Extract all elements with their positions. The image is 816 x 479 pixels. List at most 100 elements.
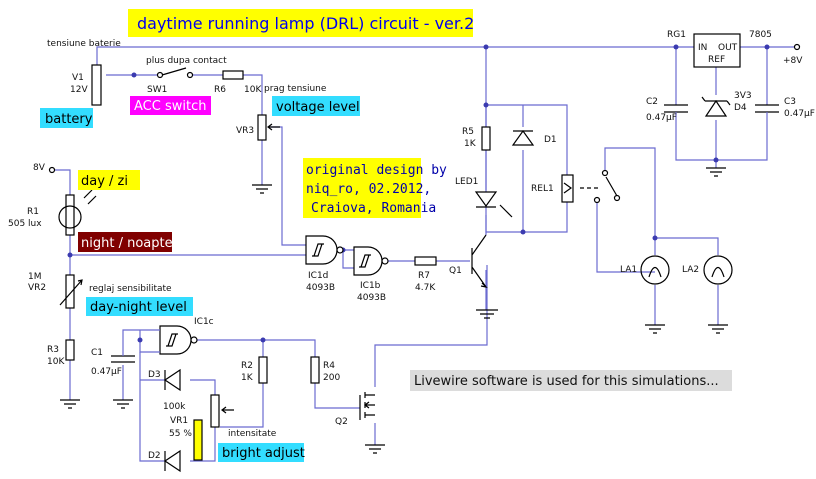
svg-text:REF: REF [708, 55, 725, 65]
svg-text:R5: R5 [462, 127, 474, 137]
callout-daynight-bg [86, 297, 193, 316]
svg-text:505 lux: 505 lux [8, 219, 42, 229]
callout-daynight: day-night level [90, 300, 187, 315]
svg-text:R4: R4 [323, 361, 335, 371]
potentiometer-vr3: prag tensiune VR3 [236, 84, 327, 194]
svg-text:R3: R3 [47, 345, 59, 355]
svg-text:100k: 100k [163, 402, 186, 412]
diode-d3: D3 [148, 368, 181, 392]
svg-text:D2: D2 [148, 451, 161, 461]
design-note-line-3: Craiova, Romania [311, 201, 436, 216]
regulator-rg1: IN OUT REF RG1 7805 [667, 30, 772, 68]
svg-text:1K: 1K [464, 139, 477, 149]
svg-text:IC1d: IC1d [308, 271, 328, 281]
svg-text:55 %: 55 % [169, 429, 192, 439]
svg-text:LED1: LED1 [455, 177, 478, 187]
svg-text:VR3: VR3 [236, 126, 254, 136]
capacitor-c3: C3 0.47µF [755, 97, 815, 128]
diagram-title: daytime running lamp (DRL) circuit - ver… [137, 14, 474, 33]
svg-text:intensitate: intensitate [228, 429, 277, 439]
livewire-note: Livewire software is used for this simul… [414, 374, 719, 389]
callout-acc-bg [130, 96, 211, 115]
callout-battery-bg [40, 108, 93, 128]
lamp-la2: LA2 [682, 255, 733, 334]
svg-text:R7: R7 [418, 271, 430, 281]
svg-text:7805: 7805 [749, 30, 772, 40]
svg-text:12V: 12V [70, 85, 88, 95]
title-background [128, 9, 473, 37]
svg-text:Q1: Q1 [449, 266, 462, 276]
supply-8v: 8V [33, 163, 56, 174]
svg-text:D4: D4 [734, 103, 747, 113]
svg-text:C1: C1 [91, 348, 103, 358]
resistor-r5: R5 1K [462, 126, 491, 151]
switch-sw1: plus dupa contact SW1 [146, 56, 227, 95]
callout-battery: battery [45, 112, 93, 127]
svg-text:plus dupa contact: plus dupa contact [146, 56, 227, 66]
svg-text:C3: C3 [784, 97, 796, 107]
svg-text:IN: IN [698, 43, 707, 53]
svg-text:VR1: VR1 [170, 416, 188, 426]
svg-text:LA1: LA1 [620, 265, 637, 275]
lamp-la1: LA1 [620, 255, 670, 334]
svg-text:OUT: OUT [718, 43, 738, 53]
battery-v1: tensiune baterie V1 12V [47, 39, 121, 106]
capacitor-c2: C2 0.47µF [646, 97, 688, 128]
mosfet-q2: Q2 [335, 392, 385, 454]
svg-text:VR2: VR2 [28, 283, 46, 293]
svg-text:10K: 10K [47, 357, 65, 367]
resistor-r4: R4 200 [310, 356, 340, 384]
callout-bright-bg [218, 443, 304, 462]
nand-gate-ic1c: IC1c [150, 317, 214, 355]
svg-text:V1: V1 [72, 73, 84, 83]
svg-text:R6: R6 [214, 85, 226, 95]
svg-text:1K: 1K [241, 373, 254, 383]
callout-acc: ACC switch [134, 99, 206, 114]
svg-text:10K: 10K [244, 85, 262, 95]
svg-text:4093B: 4093B [306, 283, 335, 293]
ldr-r1: R1 505 lux [8, 189, 97, 236]
svg-text:reglaj sensibilitate: reglaj sensibilitate [89, 284, 172, 294]
svg-text:+8V: +8V [783, 56, 803, 66]
diode-d2: D2 [148, 449, 181, 473]
zener-d4: 3V3 D4 [701, 91, 752, 177]
nand-gate-ic1b: IC1b 4093B [353, 246, 389, 303]
callout-night-bg [78, 232, 172, 252]
callout-voltage-bg [272, 96, 360, 116]
svg-text:REL1: REL1 [531, 184, 554, 194]
potentiometer-vr1: 100k VR1 55 % intensitate [163, 394, 277, 461]
svg-text:D1: D1 [544, 135, 557, 145]
design-note-bg [303, 158, 421, 218]
output-terminal: +8V [783, 43, 803, 66]
relay-rel1: REL1 [531, 169, 621, 204]
svg-text:0.47µF: 0.47µF [646, 113, 677, 123]
svg-text:3V3: 3V3 [734, 91, 752, 101]
svg-text:IC1b: IC1b [360, 281, 381, 291]
callout-voltage: voltage level [276, 100, 360, 115]
svg-text:LA2: LA2 [682, 265, 699, 275]
callout-day: day / zi [81, 174, 128, 189]
svg-text:IC1c: IC1c [194, 317, 214, 327]
svg-text:R2: R2 [241, 361, 253, 371]
svg-text:0.47µF: 0.47µF [784, 109, 815, 119]
livewire-note-bg [410, 370, 732, 391]
diode-d1: D1 [511, 129, 557, 146]
svg-text:RG1: RG1 [667, 30, 686, 40]
resistor-r6: R6 10K [214, 70, 262, 95]
svg-text:0.47µF: 0.47µF [91, 367, 122, 377]
svg-text:prag tensiune: prag tensiune [264, 84, 327, 94]
design-note-line-2: niq_ro, 02.2012, [306, 182, 431, 197]
svg-text:C2: C2 [646, 97, 658, 107]
nand-gate-ic1d: IC1d 4093B [305, 235, 344, 293]
resistor-r7: R7 4.7K [414, 256, 437, 293]
svg-text:Q2: Q2 [335, 417, 348, 427]
potentiometer-vr2: 1M VR2 reglaj sensibilitate [28, 272, 172, 309]
design-note-line-1: original design by [306, 163, 447, 178]
svg-text:8V: 8V [33, 163, 46, 173]
svg-text:D3: D3 [148, 370, 161, 380]
svg-text:4.7K: 4.7K [415, 283, 436, 293]
callout-night: night / noapte [81, 236, 173, 251]
svg-text:R1: R1 [27, 207, 39, 217]
callout-bright: bright adjust [222, 446, 305, 461]
